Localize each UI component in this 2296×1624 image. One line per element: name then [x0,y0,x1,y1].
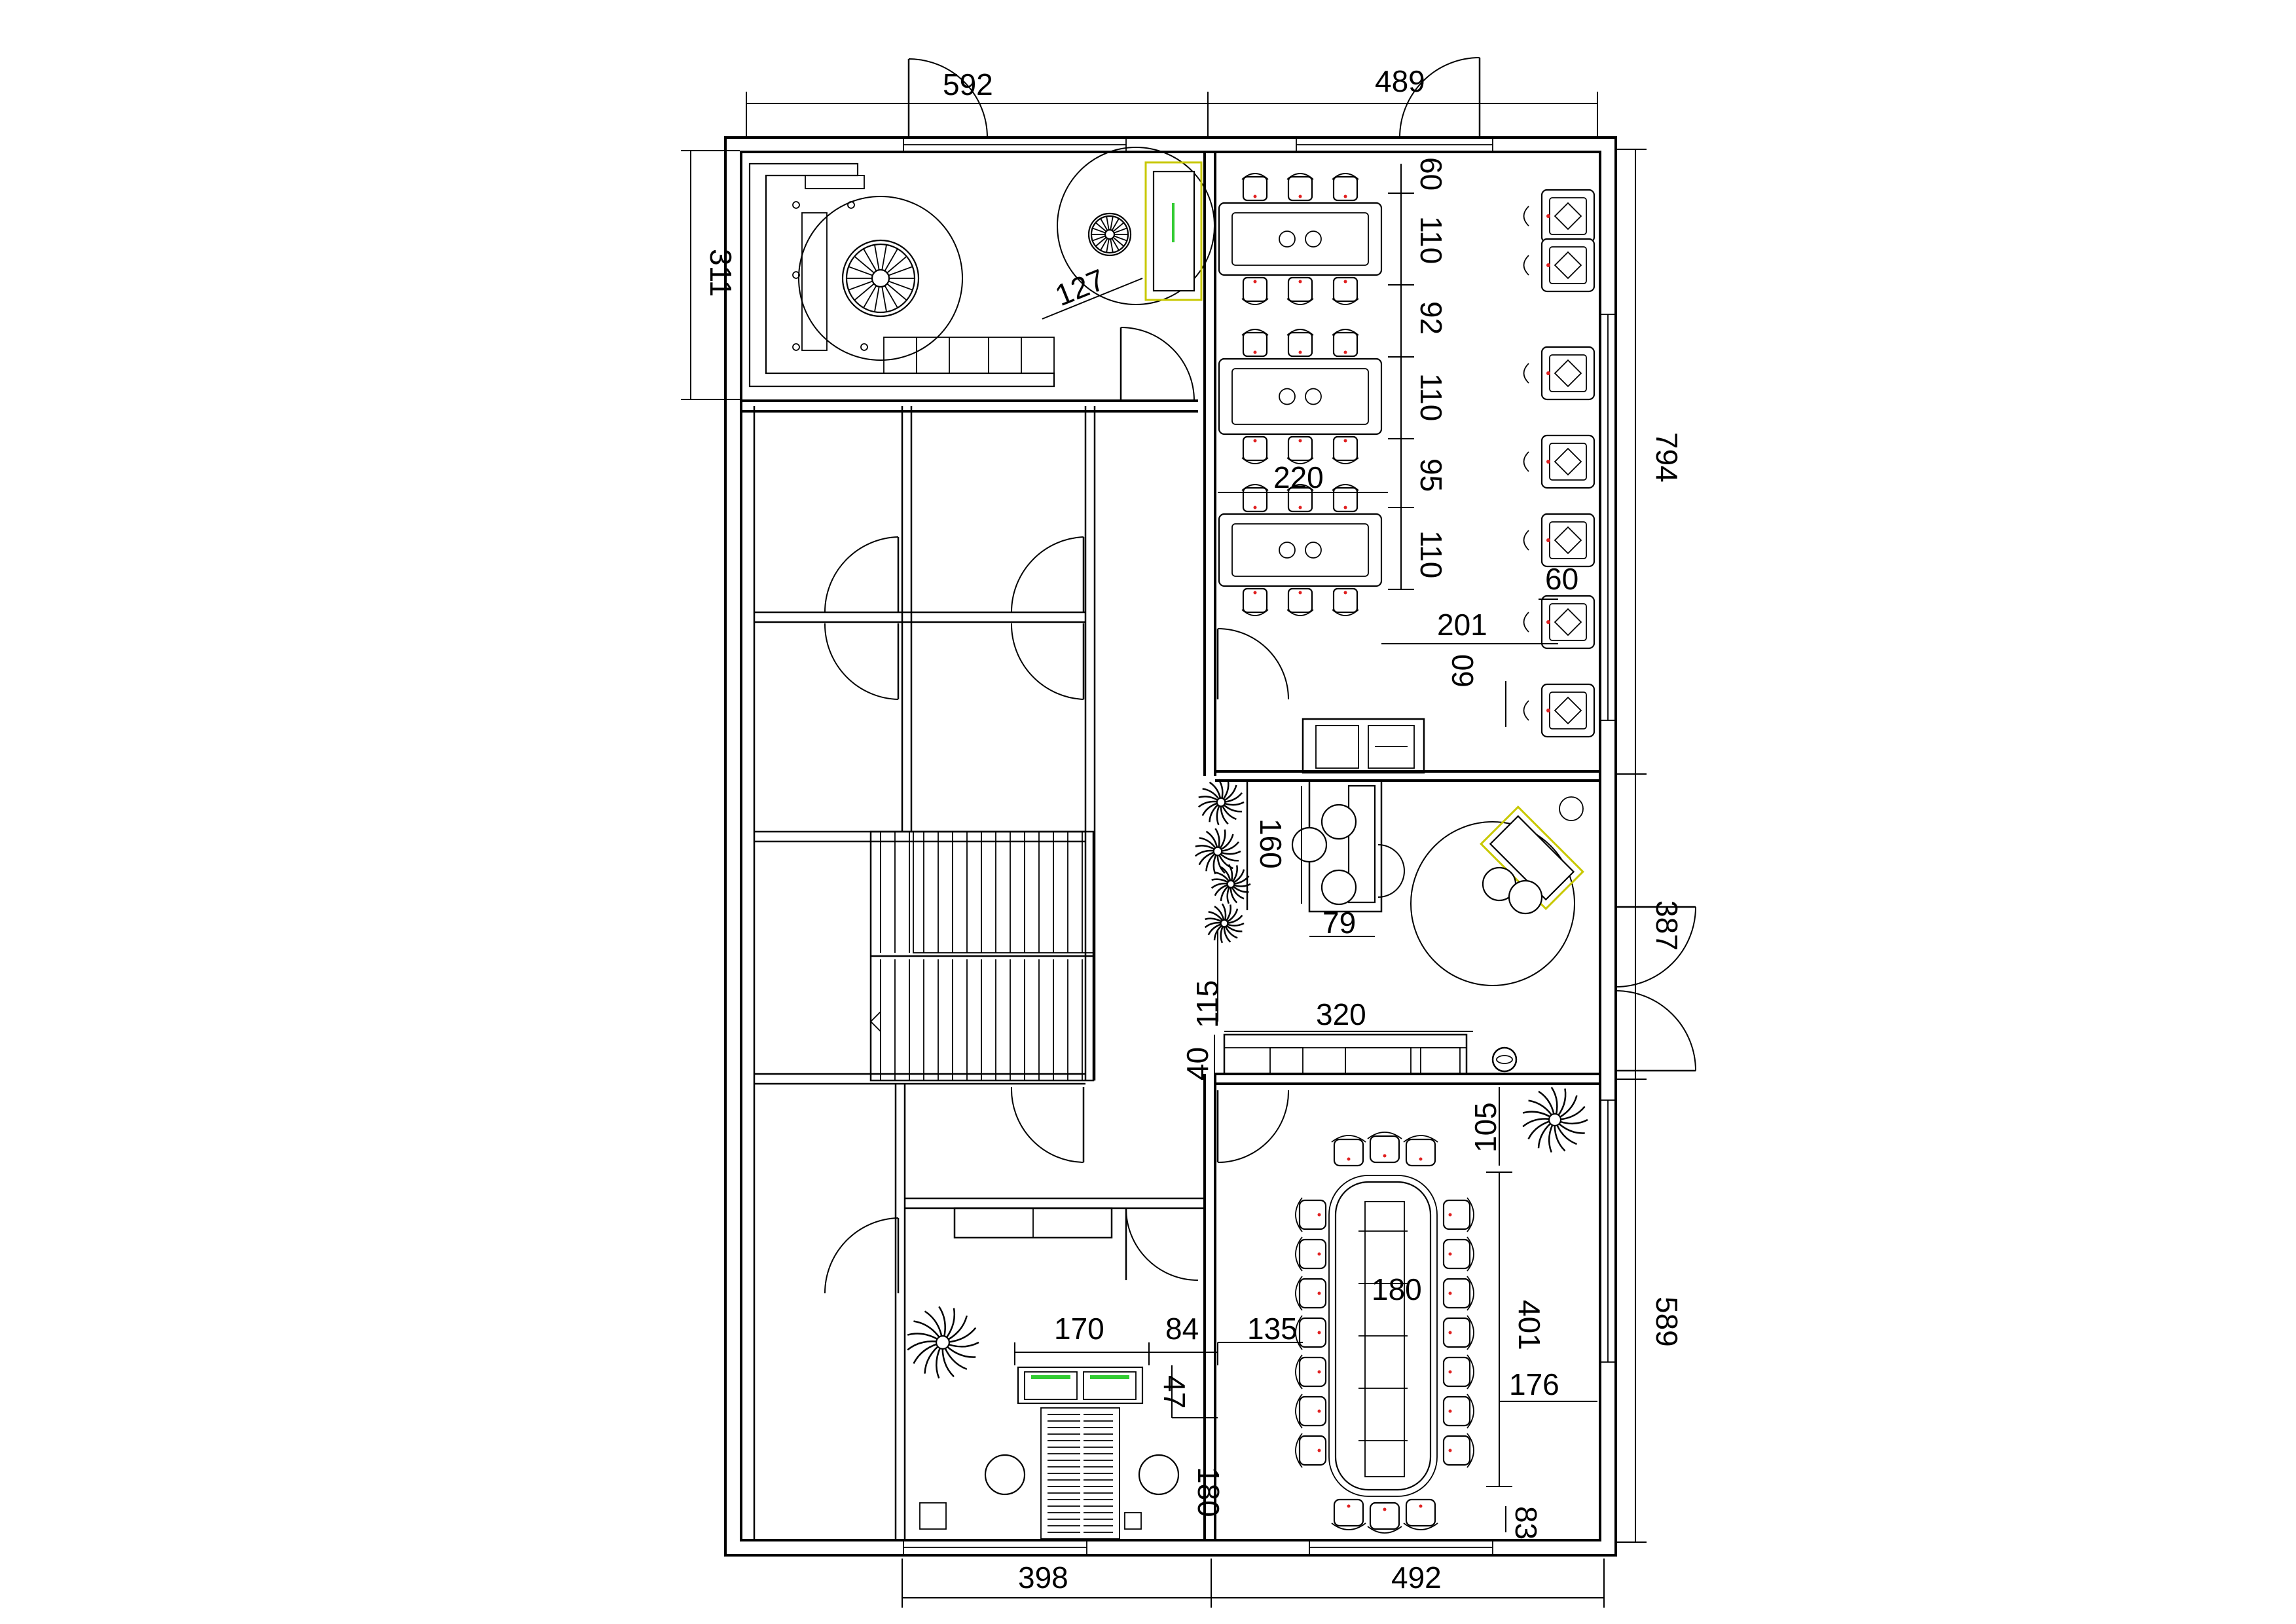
dim-311: 311 [704,249,738,297]
dim-492: 492 [1391,1560,1442,1595]
dim-115: 115 [1190,980,1224,1028]
dim-127: 127 [1050,262,1110,312]
dim-60-chair-a: 60 [1545,562,1578,596]
dim-84: 84 [1165,1312,1199,1346]
dim-110-c: 110 [1414,530,1448,578]
dim-398: 398 [1018,1560,1068,1595]
windows [903,137,1616,1555]
reception-area [907,779,1588,1379]
dim-176: 176 [1509,1367,1559,1401]
lower-left-room [919,1207,1180,1540]
doors [824,57,1696,1294]
top-left-office [748,147,1215,388]
dimension-labels: 592 489 311 794 387 589 398 492 127 60 1… [704,64,1684,1595]
dim-387: 387 [1650,900,1684,951]
dim-180-meeting: 180 [1372,1272,1422,1306]
dim-170: 170 [1054,1312,1104,1346]
dim-489: 489 [1375,64,1425,98]
dim-201: 201 [1437,608,1487,642]
kitchen-unit [1302,718,1425,774]
dim-79: 79 [1322,906,1356,940]
armchairs-column [1523,189,1595,738]
staircase [869,830,1095,1082]
dim-95: 95 [1414,458,1448,492]
meeting-room [1295,1132,1474,1534]
dining-area [1218,173,1383,616]
dim-83: 83 [1509,1506,1543,1540]
dim-110-a: 110 [1414,216,1448,264]
dim-135: 135 [1247,1312,1298,1346]
dim-47: 47 [1157,1375,1192,1409]
dim-105: 105 [1468,1102,1503,1153]
counter [1223,1033,1518,1075]
dim-794: 794 [1650,432,1684,483]
dim-180-bath: 180 [1192,1467,1226,1517]
dim-589: 589 [1650,1297,1684,1347]
dim-40: 40 [1180,1047,1214,1080]
dim-110-b: 110 [1414,373,1448,421]
dim-60-top: 60 [1414,157,1448,191]
dim-160: 160 [1254,819,1288,869]
dim-220: 220 [1273,460,1324,494]
dim-592: 592 [943,67,993,101]
outer-walls [724,136,1617,1557]
dimension-lines [681,92,1647,1608]
dim-92: 92 [1414,301,1448,335]
dim-401: 401 [1512,1300,1546,1350]
dim-60-chair-b: 60 [1446,654,1480,688]
dim-320: 320 [1316,997,1366,1031]
